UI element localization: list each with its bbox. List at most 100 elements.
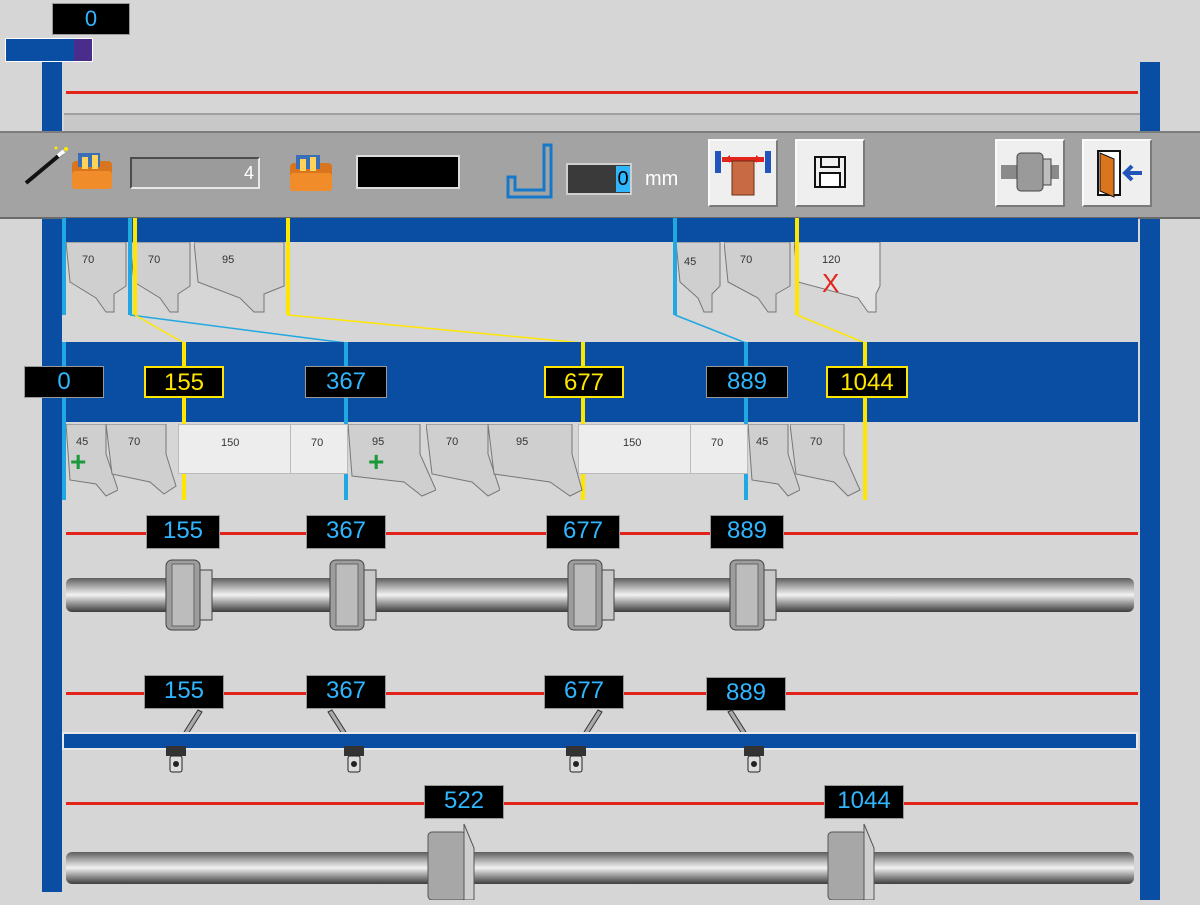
roller[interactable] xyxy=(164,556,214,634)
position-readout: 0 xyxy=(24,366,104,398)
upper-tool-label: 70 xyxy=(82,254,95,266)
lower-tool-label: 70 xyxy=(128,436,141,448)
roller-readout: 367 xyxy=(306,515,386,549)
lower-tool[interactable]: 70 xyxy=(789,423,864,497)
bottom-roller[interactable] xyxy=(426,820,478,901)
position-readout: 155 xyxy=(144,366,224,398)
bottom-readout: 1044 xyxy=(824,785,904,819)
save-icon xyxy=(814,156,846,188)
lower-tool[interactable]: 95 + xyxy=(347,423,437,497)
upper-beam xyxy=(64,113,1140,133)
program-field[interactable]: 4 xyxy=(130,157,260,189)
lower-tool-label: 70 xyxy=(711,437,724,449)
tool-spacing-button[interactable] xyxy=(708,139,778,207)
lower-tool[interactable]: 95 xyxy=(487,423,584,497)
upper-tool-label: 70 xyxy=(740,254,753,266)
upper-tool-label: 120 xyxy=(822,254,841,266)
upper-tool[interactable]: 45 xyxy=(675,241,724,313)
lower-tool[interactable]: 70 xyxy=(290,424,348,474)
toolbar: 4 0 mm xyxy=(0,131,1200,219)
roller-readout: 155 xyxy=(146,515,220,549)
roller[interactable] xyxy=(328,556,378,634)
gauge-clamp[interactable] xyxy=(342,746,366,774)
tool-folder-icon[interactable] xyxy=(286,151,338,193)
gauge-clamp[interactable] xyxy=(164,746,188,774)
lower-tool[interactable]: 70 xyxy=(425,423,501,497)
upper-tool-label: 70 xyxy=(148,254,161,266)
bend-profile-icon xyxy=(505,143,557,201)
tool-unavailable-mark: X xyxy=(822,268,840,298)
roller-readout: 889 xyxy=(710,515,784,549)
lower-tool[interactable]: 45 xyxy=(747,423,801,497)
position-marker-line xyxy=(344,342,348,500)
roller[interactable] xyxy=(566,556,616,634)
tool-spacing-icon xyxy=(715,151,771,196)
lower-tool[interactable]: 150 xyxy=(178,424,292,474)
lower-tool[interactable]: 70 xyxy=(105,423,180,495)
top-indicator-marker xyxy=(74,39,92,61)
position-marker-line xyxy=(182,342,186,500)
bottom-readout: 522 xyxy=(424,785,504,819)
bottom-reference-line xyxy=(66,802,1138,805)
upper-tool-holder xyxy=(62,218,1138,242)
backgauge-rail xyxy=(62,732,1138,750)
program-value: 4 xyxy=(243,163,254,183)
lower-tool[interactable]: 45 + xyxy=(65,423,119,497)
position-marker-line xyxy=(62,342,66,500)
roller-icon xyxy=(1001,152,1059,192)
top-counter: 0 xyxy=(52,3,130,35)
gauge-readout: 889 xyxy=(706,677,786,711)
position-marker-line xyxy=(581,342,585,500)
position-readout: 677 xyxy=(544,366,624,398)
unit-label: mm xyxy=(645,168,679,190)
upper-tool[interactable]: 95 xyxy=(193,241,286,313)
upper-tool[interactable]: 70 xyxy=(723,241,794,313)
exit-door-icon xyxy=(1097,150,1142,198)
lower-tool[interactable]: 70 xyxy=(690,424,748,474)
bottom-roller[interactable] xyxy=(826,820,878,901)
gauge-clamp[interactable] xyxy=(742,746,766,774)
position-marker-line xyxy=(744,342,748,500)
roller-readout: 677 xyxy=(546,515,620,549)
roller[interactable] xyxy=(728,556,778,634)
magic-wand-icon[interactable] xyxy=(22,145,70,187)
upper-tool-label: 45 xyxy=(684,256,697,268)
top-indicator-bar xyxy=(5,38,93,62)
lower-tool-label: 95 xyxy=(516,436,529,448)
gauge-clamp[interactable] xyxy=(564,746,588,774)
position-readout: 1044 xyxy=(826,366,908,398)
lower-tool[interactable]: 150 xyxy=(578,424,692,474)
thickness-value: 0 xyxy=(616,166,630,192)
exit-button[interactable] xyxy=(1082,139,1152,207)
lower-tool-label: 45 xyxy=(756,436,769,448)
lower-tool-label: 70 xyxy=(311,437,324,449)
name-field[interactable] xyxy=(356,155,460,189)
upper-tool-label: 95 xyxy=(222,254,235,266)
frame-right-rail xyxy=(1140,62,1160,900)
lower-tool-label: 70 xyxy=(810,436,823,448)
lower-tool-label: 45 xyxy=(76,436,89,448)
bottom-shaft xyxy=(66,852,1134,884)
roller-setup-button[interactable] xyxy=(995,139,1065,207)
upper-reference-line xyxy=(66,91,1138,94)
upper-tool[interactable]: 70 xyxy=(65,241,130,313)
frame-left-rail xyxy=(42,62,62,892)
save-button[interactable] xyxy=(795,139,865,207)
gauge-readout: 367 xyxy=(306,675,386,709)
position-readout: 889 xyxy=(706,366,788,398)
tool-folder-icon[interactable] xyxy=(68,149,116,191)
lower-tool-label: 150 xyxy=(221,437,240,449)
gauge-readout: 155 xyxy=(144,675,224,709)
position-readout: 367 xyxy=(305,366,387,398)
upper-tool[interactable]: 120 X xyxy=(793,241,886,313)
upper-tool[interactable]: 70 xyxy=(129,241,194,313)
add-tool-icon[interactable]: + xyxy=(70,446,87,477)
thickness-field[interactable]: 0 xyxy=(566,163,632,195)
gauge-readout: 677 xyxy=(544,675,624,709)
lower-tool-label: 95 xyxy=(372,436,385,448)
position-marker-line xyxy=(863,342,867,500)
add-tool-icon[interactable]: + xyxy=(368,446,385,477)
lower-tool-label: 70 xyxy=(446,436,459,448)
lower-tool-label: 150 xyxy=(623,437,642,449)
